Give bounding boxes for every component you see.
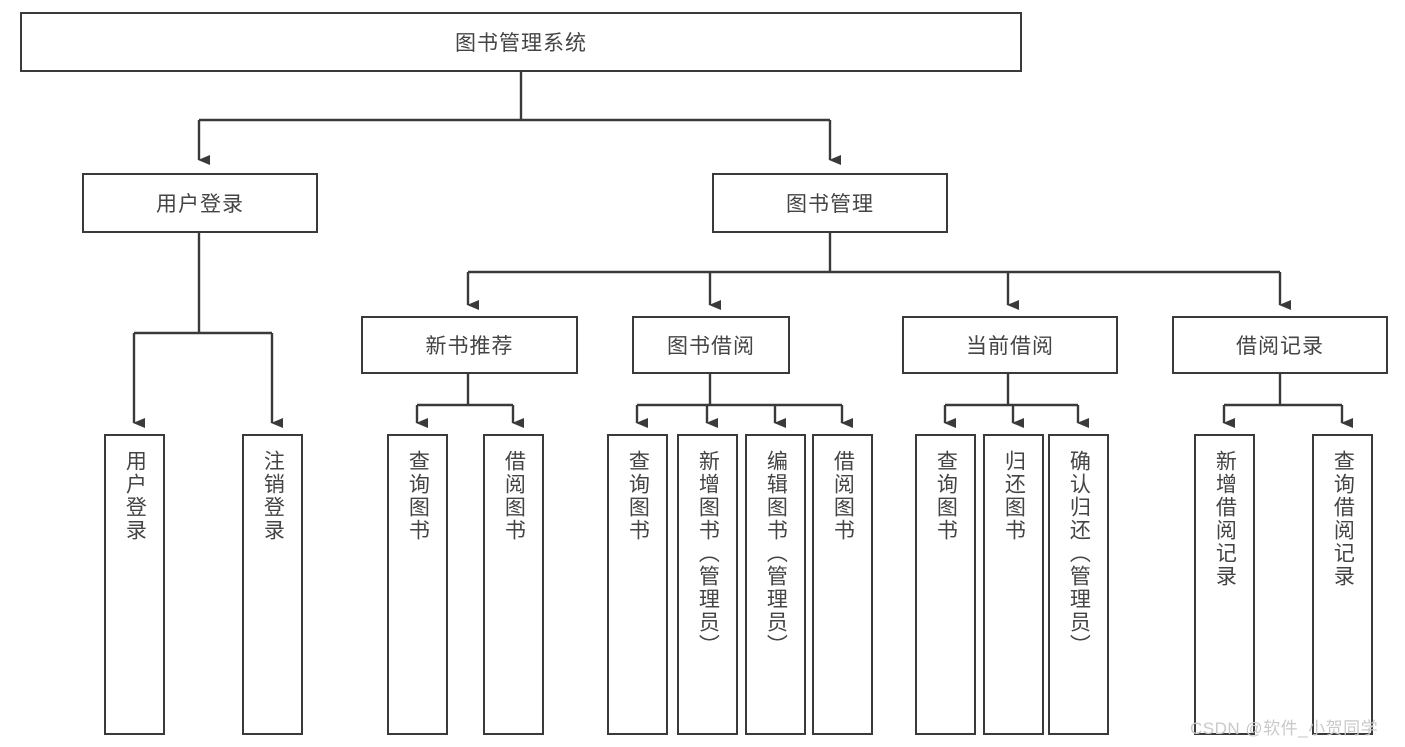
leaf-current-return-book-label: 归还图书 — [1002, 450, 1026, 542]
leaf-record-add[interactable]: 新增借阅记录 — [1194, 434, 1255, 735]
leaf-record-query-label: 查询借阅记录 — [1331, 450, 1355, 588]
node-new-book-recommend-label: 新书推荐 — [425, 335, 514, 358]
leaf-logout-label: 注销登录 — [261, 450, 285, 542]
node-book-management-label: 图书管理 — [786, 193, 874, 216]
node-book-borrow[interactable]: 图书借阅 — [632, 316, 790, 374]
node-user-login-label: 用户登录 — [156, 193, 244, 216]
leaf-record-add-label: 新增借阅记录 — [1213, 450, 1237, 588]
leaf-borrow-query-book-label: 查询图书 — [626, 450, 650, 542]
node-new-book-recommend[interactable]: 新书推荐 — [361, 316, 578, 374]
node-current-borrow-label: 当前借阅 — [966, 335, 1054, 358]
leaf-recommend-borrow-book-label: 借阅图书 — [502, 450, 526, 542]
leaf-borrow-borrow-book-label: 借阅图书 — [831, 450, 855, 542]
leaf-current-return-book[interactable]: 归还图书 — [983, 434, 1044, 735]
node-root-label: 图书管理系统 — [455, 32, 587, 55]
leaf-borrow-edit-book[interactable]: 编辑图书（管理员） — [745, 434, 806, 735]
leaf-current-confirm-return-label: 确认归还（管理员） — [1067, 450, 1091, 657]
node-book-borrow-label: 图书借阅 — [667, 335, 755, 358]
leaf-current-query-book[interactable]: 查询图书 — [915, 434, 976, 735]
node-current-borrow[interactable]: 当前借阅 — [902, 316, 1118, 374]
node-root[interactable]: 图书管理系统 — [20, 12, 1022, 72]
leaf-borrow-add-book[interactable]: 新增图书（管理员） — [677, 434, 738, 735]
leaf-record-query[interactable]: 查询借阅记录 — [1312, 434, 1373, 735]
node-user-login[interactable]: 用户登录 — [82, 173, 318, 233]
leaf-borrow-query-book[interactable]: 查询图书 — [607, 434, 668, 735]
leaf-recommend-query-book-label: 查询图书 — [406, 450, 430, 542]
leaf-logout[interactable]: 注销登录 — [242, 434, 303, 735]
leaf-borrow-borrow-book[interactable]: 借阅图书 — [812, 434, 873, 735]
node-borrow-record[interactable]: 借阅记录 — [1172, 316, 1388, 374]
leaf-recommend-borrow-book[interactable]: 借阅图书 — [483, 434, 544, 735]
node-book-management[interactable]: 图书管理 — [712, 173, 948, 233]
leaf-user-login[interactable]: 用户登录 — [104, 434, 165, 735]
leaf-recommend-query-book[interactable]: 查询图书 — [387, 434, 448, 735]
node-borrow-record-label: 借阅记录 — [1236, 335, 1324, 358]
leaf-current-confirm-return[interactable]: 确认归还（管理员） — [1048, 434, 1109, 735]
leaf-borrow-add-book-label: 新增图书（管理员） — [696, 450, 720, 657]
leaf-user-login-label: 用户登录 — [123, 450, 147, 542]
leaf-current-query-book-label: 查询图书 — [934, 450, 958, 542]
csdn-watermark: CSDN @软件_小贺同学 — [1190, 719, 1379, 738]
leaf-borrow-edit-book-label: 编辑图书（管理员） — [764, 450, 788, 657]
